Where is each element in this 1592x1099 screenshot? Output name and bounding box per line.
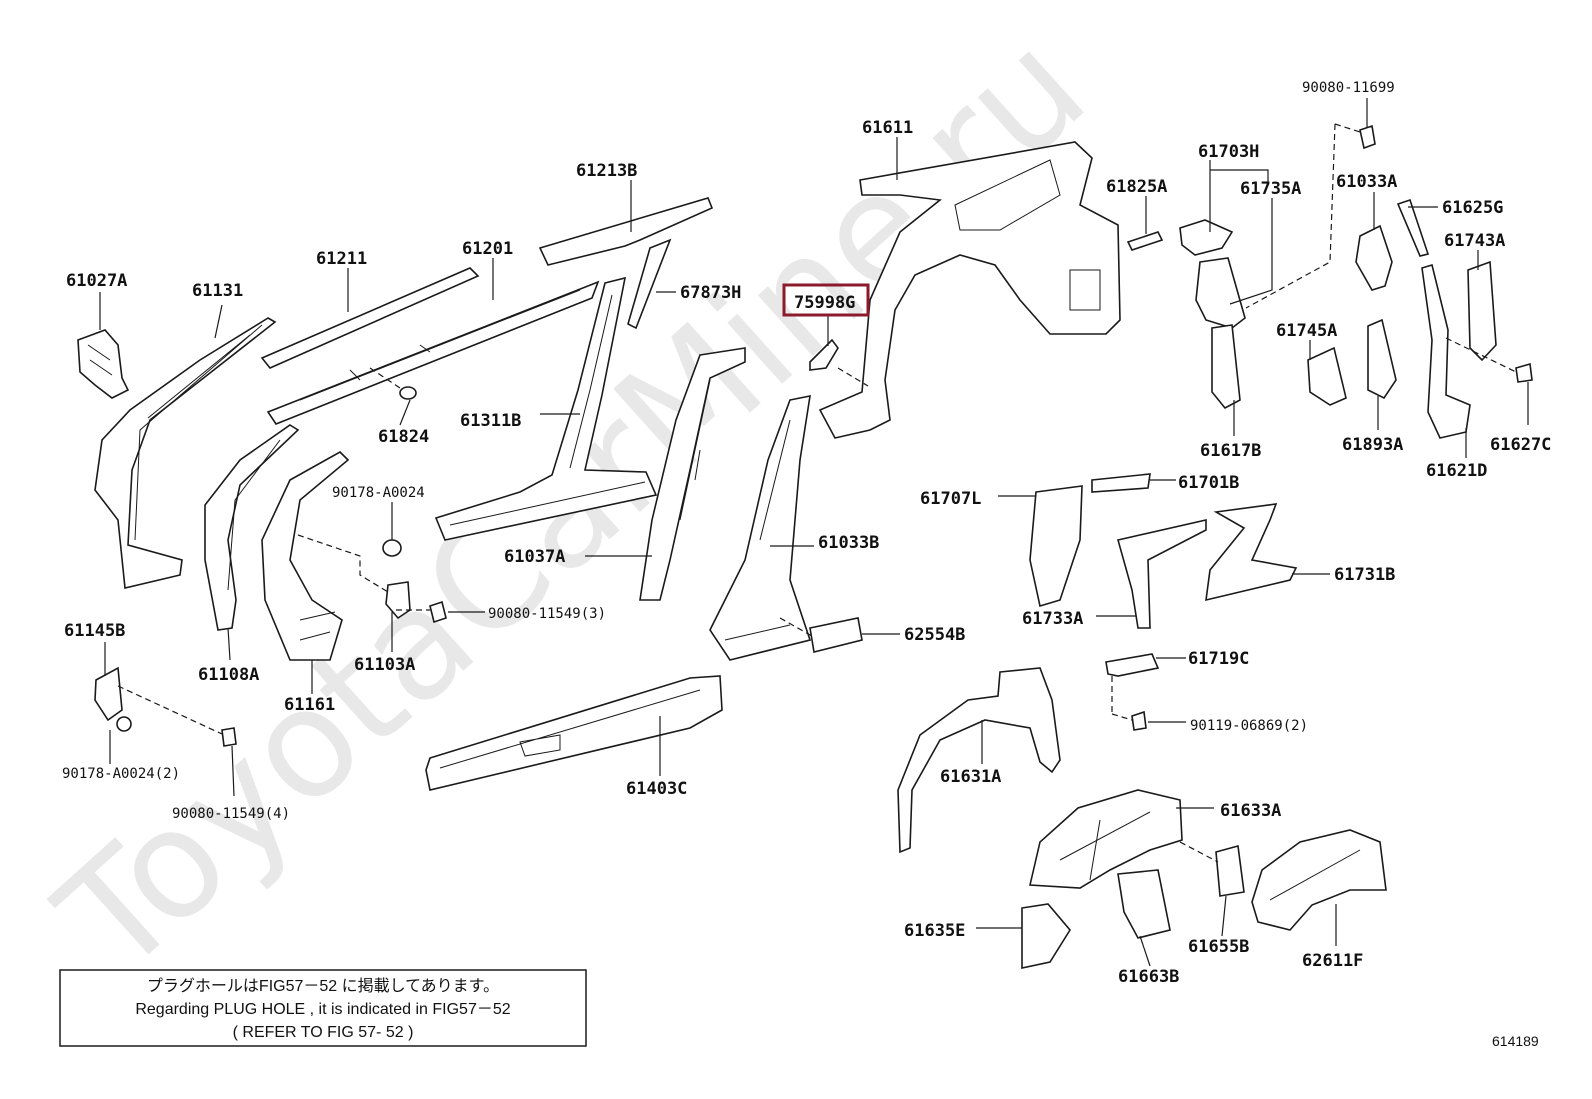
leader-lines xyxy=(99,98,1529,967)
part-label-61033A[interactable]: 61033A xyxy=(1336,172,1397,192)
part-label-61743A[interactable]: 61743A xyxy=(1444,231,1505,251)
part-label-61631A[interactable]: 61631A xyxy=(940,767,1001,787)
part-label-61663B[interactable]: 61663B xyxy=(1118,967,1179,987)
part-label-61145B[interactable]: 61145B xyxy=(64,621,125,641)
note-line-1: プラグホールはFIG57－52 に掲載してあります。 xyxy=(147,977,499,995)
part-label-61701B[interactable]: 61701B xyxy=(1178,473,1239,493)
part-label-61033B[interactable]: 61033B xyxy=(818,533,879,553)
part-label-61824[interactable]: 61824 xyxy=(378,427,429,447)
part-label-61611[interactable]: 61611 xyxy=(862,118,913,138)
part-label-61617B[interactable]: 61617B xyxy=(1200,441,1261,461)
part-label-67873H[interactable]: 67873H xyxy=(680,283,741,303)
part-label-61893A[interactable]: 61893A xyxy=(1342,435,1403,455)
part-labels: 61027A 61131 61211 61201 61213B 67873H 7… xyxy=(62,80,1551,987)
part-label-90178-A0024-2[interactable]: 90178-A0024(2) xyxy=(62,766,180,782)
part-shapes xyxy=(77,124,1533,969)
part-label-62611F[interactable]: 62611F xyxy=(1302,951,1363,971)
part-label-75998G[interactable]: 75998G xyxy=(794,293,855,313)
part-label-61745A[interactable]: 61745A xyxy=(1276,321,1337,341)
part-label-61213B[interactable]: 61213B xyxy=(576,161,637,181)
part-label-61707L[interactable]: 61707L xyxy=(920,489,981,509)
part-label-61703H[interactable]: 61703H xyxy=(1198,142,1259,162)
part-label-61201[interactable]: 61201 xyxy=(462,239,513,259)
part-label-61108A[interactable]: 61108A xyxy=(198,665,259,685)
part-label-61403C[interactable]: 61403C xyxy=(626,779,687,799)
figure-id: 614189 xyxy=(1492,1033,1539,1049)
part-label-90080-11699[interactable]: 90080-11699 xyxy=(1302,80,1395,96)
part-label-61211[interactable]: 61211 xyxy=(316,249,367,269)
part-label-61731B[interactable]: 61731B xyxy=(1334,565,1395,585)
part-label-61735A[interactable]: 61735A xyxy=(1240,179,1301,199)
part-label-90080-11549-4[interactable]: 90080-11549(4) xyxy=(172,806,290,822)
part-label-61733A[interactable]: 61733A xyxy=(1022,609,1083,629)
part-label-61625G[interactable]: 61625G xyxy=(1442,198,1503,218)
part-label-61103A[interactable]: 61103A xyxy=(354,655,415,675)
part-label-90119-06869-2[interactable]: 90119-06869(2) xyxy=(1190,718,1308,734)
part-label-61655B[interactable]: 61655B xyxy=(1188,937,1249,957)
part-label-61037A[interactable]: 61037A xyxy=(504,547,565,567)
part-label-61621D[interactable]: 61621D xyxy=(1426,461,1487,481)
part-label-61161[interactable]: 61161 xyxy=(284,695,335,715)
highlight-box xyxy=(782,283,870,317)
note-box: プラグホールはFIG57－52 に掲載してあります。 Regarding PLU… xyxy=(59,969,587,1047)
part-label-90080-11549-3[interactable]: 90080-11549(3) xyxy=(488,606,606,622)
part-label-61825A[interactable]: 61825A xyxy=(1106,177,1167,197)
part-label-61627C[interactable]: 61627C xyxy=(1490,435,1551,455)
part-label-61633A[interactable]: 61633A xyxy=(1220,801,1281,821)
part-label-61311B[interactable]: 61311B xyxy=(460,411,521,431)
part-label-62554B[interactable]: 62554B xyxy=(904,625,965,645)
part-label-61635E[interactable]: 61635E xyxy=(904,921,965,941)
note-line-3: ( REFER TO FIG 57- 52 ) xyxy=(233,1024,414,1041)
note-line-2: Regarding PLUG HOLE , it is indicated in… xyxy=(135,1001,510,1018)
part-label-90178-A0024[interactable]: 90178-A0024 xyxy=(332,485,425,501)
part-label-61027A[interactable]: 61027A xyxy=(66,271,127,291)
part-label-61719C[interactable]: 61719C xyxy=(1188,649,1249,669)
part-label-61131[interactable]: 61131 xyxy=(192,281,243,301)
